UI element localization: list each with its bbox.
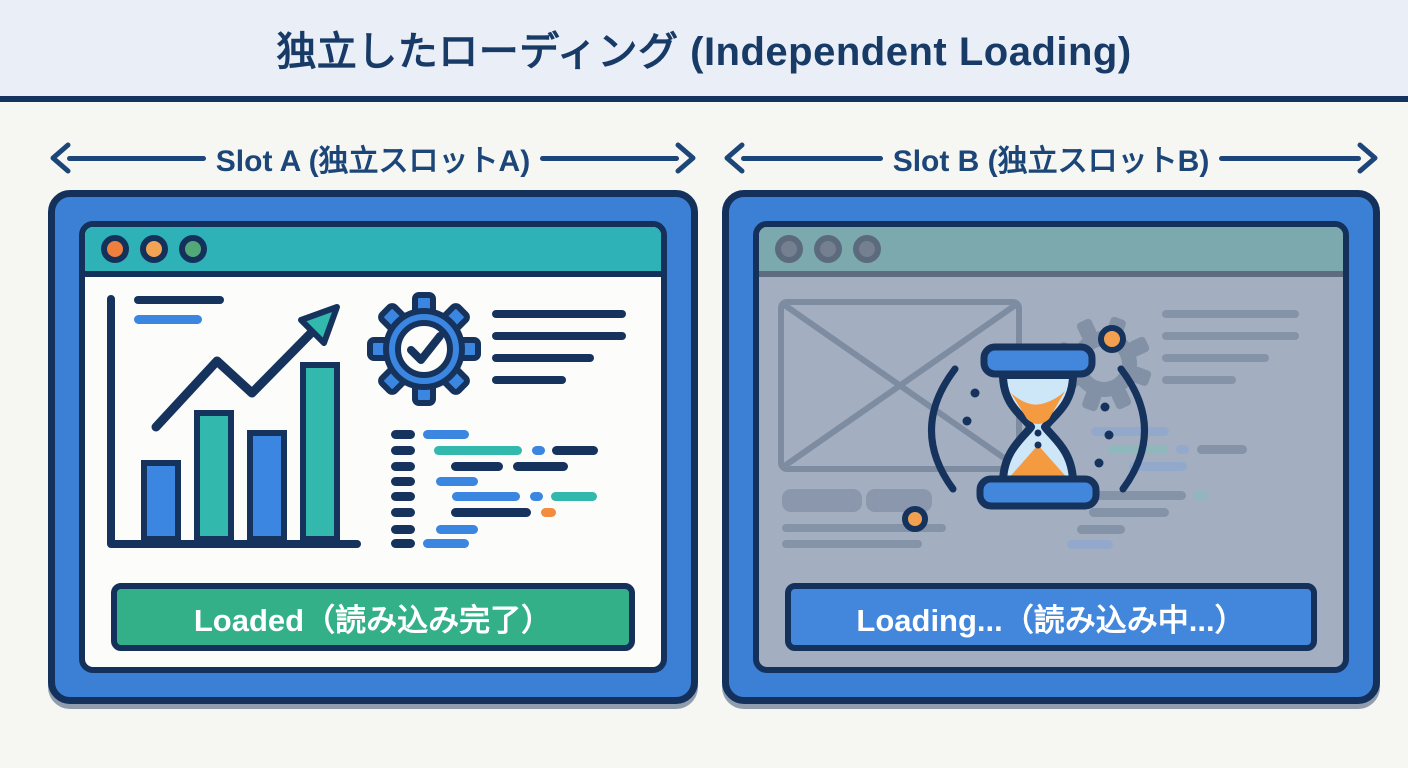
muted-blocks-icon — [782, 489, 932, 512]
slot-a-panel: Loaded（読み込み完了） — [48, 190, 698, 704]
slot-b-titlebar — [759, 227, 1343, 277]
bar-chart-icon — [107, 295, 361, 548]
traffic-light-icon — [140, 235, 168, 263]
slot-a-content: Loaded（読み込み完了） — [85, 277, 661, 667]
right-arrow-icon — [540, 140, 698, 176]
left-arrow-icon — [48, 140, 206, 176]
gear-check-icon — [367, 292, 481, 406]
slot-a-titlebar — [85, 227, 661, 277]
text-lines-icon — [492, 310, 626, 384]
trend-arrow-icon — [151, 304, 340, 432]
right-arrow-icon — [1219, 140, 1380, 176]
slot-a-browser-window: Loaded（読み込み完了） — [79, 221, 667, 673]
diagram-title: 独立したローディング (Independent Loading) — [276, 30, 1132, 74]
traffic-light-icon — [101, 235, 129, 263]
slot-b-status-button[interactable]: Loading...（読み込み中...） — [785, 583, 1317, 651]
traffic-light-icon — [179, 235, 207, 263]
slot-b-label: Slot B (独立スロットB) — [892, 145, 1210, 178]
diagram-header: 独立したローディング (Independent Loading) — [0, 0, 1408, 102]
code-lines-icon — [391, 430, 598, 548]
muted-code-lines-icon — [1067, 427, 1247, 549]
image-placeholder-icon — [778, 299, 1022, 472]
hourglass-icon — [928, 343, 1148, 510]
slot-a-status-button[interactable]: Loaded（読み込み完了） — [111, 583, 635, 651]
slot-a-artwork — [107, 292, 626, 548]
traffic-light-icon — [775, 235, 803, 263]
spark-dot-icon — [902, 325, 1126, 532]
slot-b-label-row: Slot B (独立スロットB) — [722, 136, 1380, 180]
left-arrow-icon — [722, 140, 883, 176]
slot-a-label-row: Slot A (独立スロットA) — [48, 136, 698, 180]
slot-b-browser-window: Loading...（読み込み中...） — [753, 221, 1349, 673]
slot-b-panel: Loading...（読み込み中...） — [722, 190, 1380, 704]
slot-a-label: Slot A (独立スロットA) — [215, 145, 531, 178]
slot-b-artwork — [778, 299, 1299, 549]
traffic-light-icon — [853, 235, 881, 263]
slot-b-content: Loading...（読み込み中...） — [759, 277, 1343, 667]
traffic-light-icon — [814, 235, 842, 263]
